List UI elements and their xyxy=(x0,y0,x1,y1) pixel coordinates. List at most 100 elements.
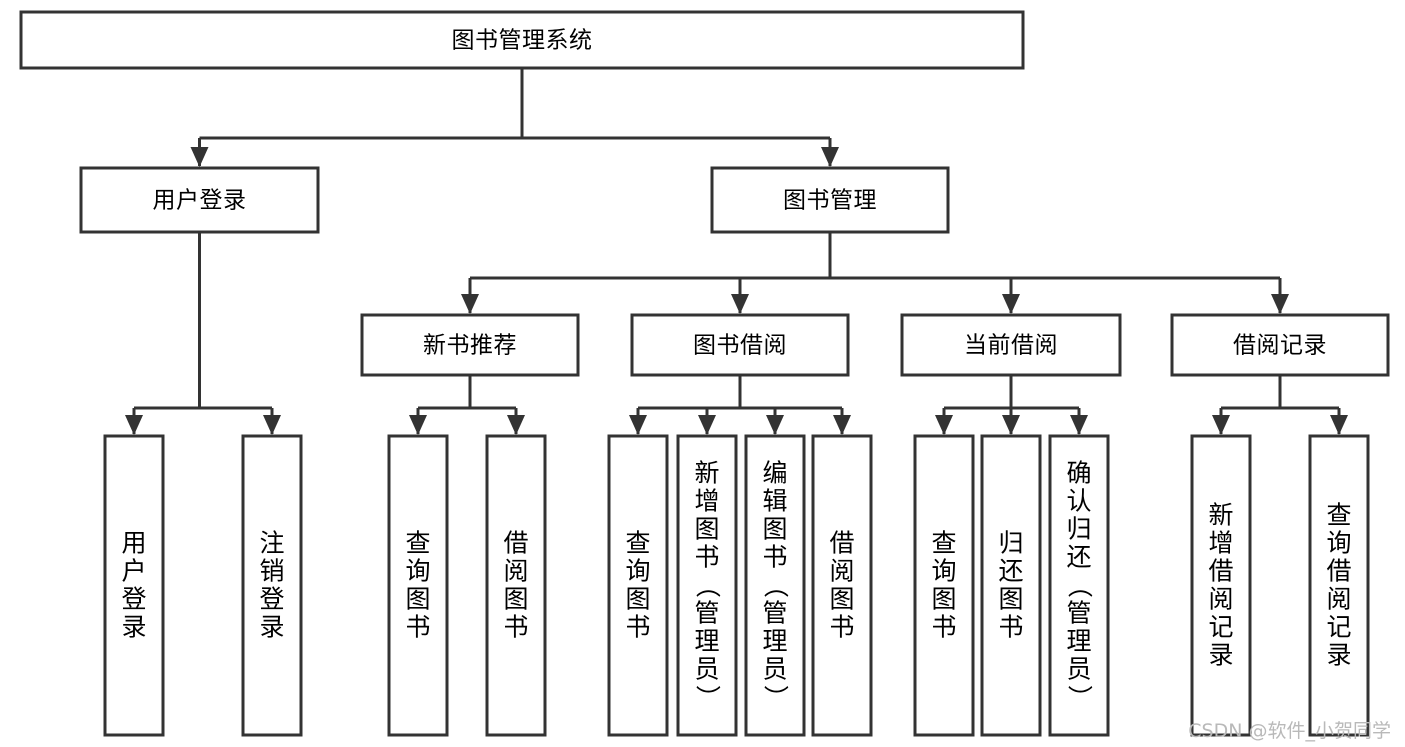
node-leaf-11-box xyxy=(1190,434,1252,737)
svg-text:查: 查 xyxy=(625,528,650,557)
node-leaf-8-box xyxy=(913,434,975,737)
node-root-图书管理系统-box xyxy=(19,10,1025,70)
svg-text:图: 图 xyxy=(405,584,430,613)
svg-text:记: 记 xyxy=(1208,612,1233,641)
svg-text:书: 书 xyxy=(931,612,956,641)
node-leaf-0-box xyxy=(103,434,165,737)
svg-text:登: 登 xyxy=(121,584,146,613)
node-l2-1-box xyxy=(710,166,950,234)
svg-text:书: 书 xyxy=(694,542,719,571)
svg-text:询: 询 xyxy=(931,556,956,585)
svg-text:书: 书 xyxy=(405,612,430,641)
svg-text:书: 书 xyxy=(829,612,854,641)
svg-text:阅: 阅 xyxy=(1208,584,1233,613)
arrow-head-icon xyxy=(190,147,209,167)
svg-text:管: 管 xyxy=(1066,598,1091,627)
node-l3-2[interactable]: 当前借阅 xyxy=(900,313,1122,377)
node-leaf-12-box xyxy=(1308,434,1370,737)
svg-text:图: 图 xyxy=(762,514,787,543)
svg-text:查: 查 xyxy=(931,528,956,557)
svg-text:新: 新 xyxy=(694,458,719,487)
svg-text:借: 借 xyxy=(503,528,528,557)
arrow-head-icon xyxy=(461,294,479,314)
svg-text:书: 书 xyxy=(625,612,650,641)
node-l3-2-label: 当前借阅 xyxy=(964,333,1058,359)
node-l2-0[interactable]: 用户登录 xyxy=(79,166,320,234)
svg-text:阅: 阅 xyxy=(503,556,528,585)
node-l3-0-label: 新书推荐 xyxy=(423,333,517,359)
svg-text:增: 增 xyxy=(694,486,719,515)
node-l3-3[interactable]: 借阅记录 xyxy=(1170,313,1390,377)
node-l3-3-label: 借阅记录 xyxy=(1233,333,1327,359)
arrow-head-icon xyxy=(1002,415,1020,435)
svg-text:辑: 辑 xyxy=(762,486,787,515)
svg-text:询: 询 xyxy=(625,556,650,585)
svg-text:图: 图 xyxy=(931,584,956,613)
node-leaf-6-box xyxy=(744,434,806,737)
arrow-head-icon xyxy=(766,415,784,435)
svg-text:（: （ xyxy=(693,573,722,598)
node-l3-1-box xyxy=(630,313,850,377)
svg-text:员: 员 xyxy=(762,654,787,683)
arrow-head-icon xyxy=(1271,294,1289,314)
svg-text:认: 认 xyxy=(1066,486,1091,515)
svg-text:理: 理 xyxy=(694,626,719,655)
node-root-图书管理系统[interactable]: 图书管理系统 xyxy=(19,10,1025,70)
node-leaf-0[interactable]: 用户登录 xyxy=(103,434,165,737)
node-leaf-5-box xyxy=(676,434,738,737)
svg-text:记: 记 xyxy=(1326,612,1351,641)
svg-text:注: 注 xyxy=(259,528,284,557)
arrow-head-icon xyxy=(629,415,647,435)
svg-text:书: 书 xyxy=(762,542,787,571)
svg-text:用: 用 xyxy=(121,528,146,557)
node-root-图书管理系统-label: 图书管理系统 xyxy=(452,28,593,54)
node-l2-0-label: 用户登录 xyxy=(153,188,247,214)
svg-text:销: 销 xyxy=(259,556,284,585)
svg-text:录: 录 xyxy=(259,612,284,641)
node-l3-1[interactable]: 图书借阅 xyxy=(630,313,850,377)
node-boxes-layer: 图书管理系统用户登录图书管理新书推荐图书借阅当前借阅借阅记录用户登录注销登录查询… xyxy=(19,10,1390,737)
arrow-head-icon xyxy=(125,415,143,435)
svg-text:借: 借 xyxy=(1208,556,1233,585)
arrow-head-icon xyxy=(1002,294,1020,314)
svg-text:新: 新 xyxy=(1208,500,1233,529)
arrow-head-icon xyxy=(1330,415,1348,435)
svg-text:图: 图 xyxy=(998,584,1023,613)
svg-text:理: 理 xyxy=(1066,626,1091,655)
node-leaf-4-box xyxy=(607,434,669,737)
svg-text:登: 登 xyxy=(259,584,284,613)
svg-text:图: 图 xyxy=(503,584,528,613)
svg-text:（: （ xyxy=(1065,573,1094,598)
arrow-head-icon xyxy=(263,415,281,435)
svg-text:归: 归 xyxy=(998,528,1023,557)
svg-text:员: 员 xyxy=(694,654,719,683)
arrow-head-icon xyxy=(833,415,851,435)
svg-text:查: 查 xyxy=(405,528,430,557)
arrow-head-icon xyxy=(1070,415,1088,435)
node-l2-1[interactable]: 图书管理 xyxy=(710,166,950,234)
node-l3-0[interactable]: 新书推荐 xyxy=(360,313,580,377)
node-l3-0-box xyxy=(360,313,580,377)
svg-text:询: 询 xyxy=(405,556,430,585)
svg-text:管: 管 xyxy=(694,598,719,627)
